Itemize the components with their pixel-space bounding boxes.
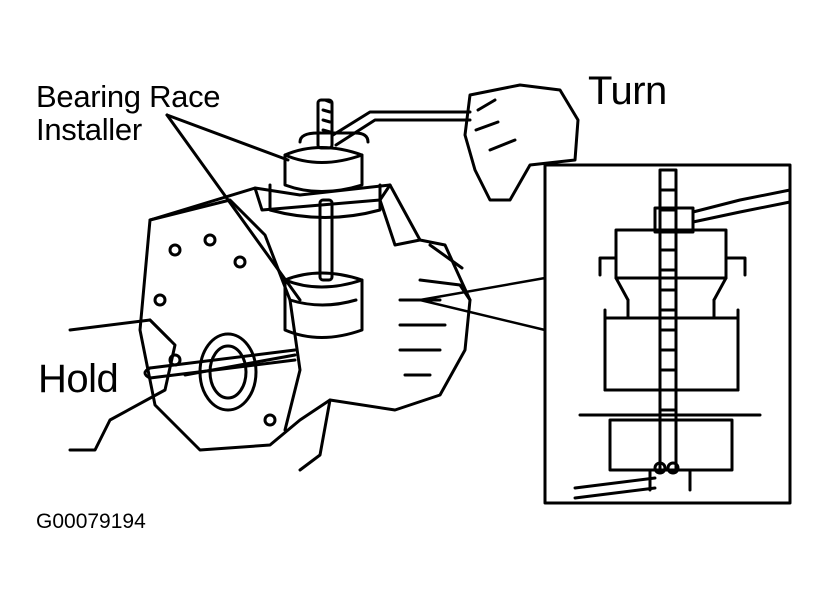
holding-hand xyxy=(70,320,175,450)
turn-label: Turn xyxy=(588,69,667,113)
gear-case-housing xyxy=(140,185,470,470)
turning-hand xyxy=(465,85,578,200)
hold-label: Hold xyxy=(38,357,119,401)
detail-pointer xyxy=(420,278,545,330)
wrench-handle xyxy=(333,112,470,145)
detail-inset xyxy=(545,165,790,503)
installer-callout-label: Bearing Race Installer xyxy=(36,79,221,147)
installer-callout-line-2: Installer xyxy=(36,112,142,147)
bearing-race-installer-lower xyxy=(285,200,362,338)
figure-code: G00079194 xyxy=(36,510,146,533)
callout-leaders xyxy=(167,115,300,375)
installer-callout-line-1: Bearing Race xyxy=(36,79,221,114)
